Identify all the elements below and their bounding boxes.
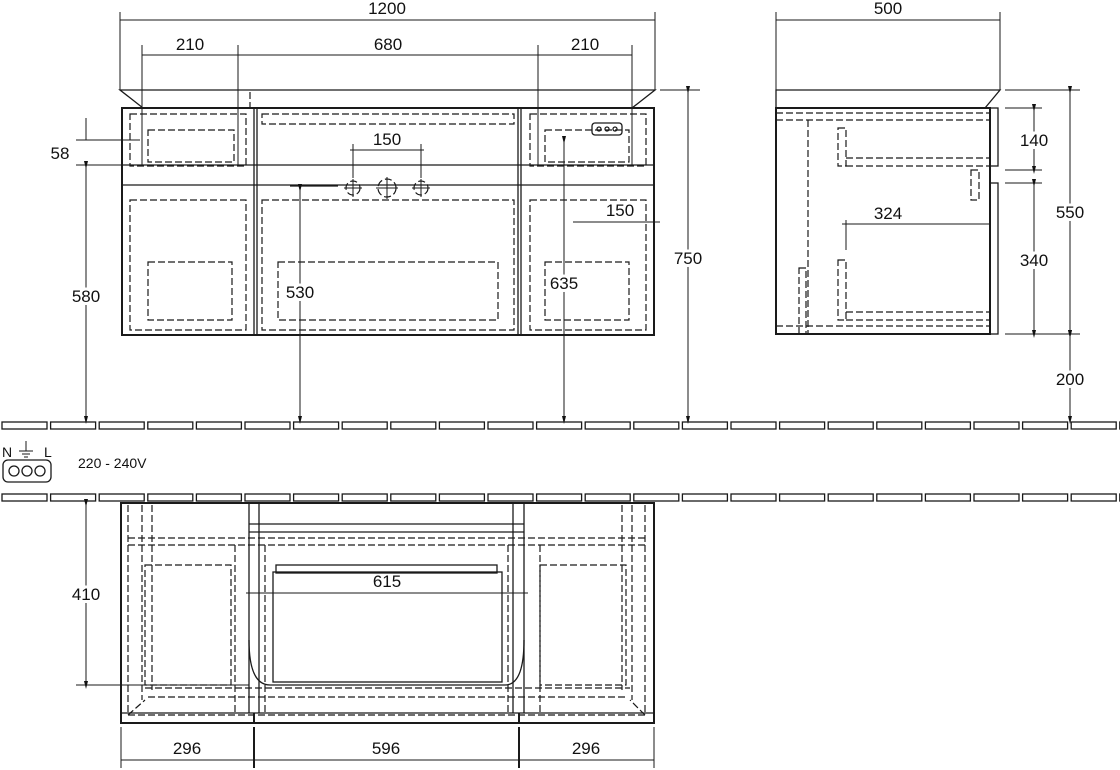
dim-210-left: 210 xyxy=(176,35,204,54)
live-label: L xyxy=(44,444,52,460)
dim-596: 596 xyxy=(372,739,400,758)
dim-58: 58 xyxy=(51,144,70,163)
dim-750: 750 xyxy=(674,249,702,268)
neutral-label: N xyxy=(2,444,12,460)
dim-200: 200 xyxy=(1056,370,1084,389)
floor-line-upper xyxy=(1,421,1120,430)
top-view: 410 615 296 596 296 xyxy=(69,499,655,768)
dim-340: 340 xyxy=(1020,251,1048,270)
side-view: 500 324 140 340 550 200 xyxy=(775,0,1087,424)
dim-210-right: 210 xyxy=(571,35,599,54)
ground-icon xyxy=(19,441,33,458)
dim-140: 140 xyxy=(1020,131,1048,150)
dim-324: 324 xyxy=(874,204,902,223)
dim-296-left: 296 xyxy=(173,739,201,758)
dim-680: 680 xyxy=(374,35,402,54)
dim-1200: 1200 xyxy=(368,0,406,18)
dim-150-taps: 150 xyxy=(373,130,401,149)
socket-icon xyxy=(2,459,52,483)
dim-150-side: 150 xyxy=(606,201,634,220)
dim-530: 530 xyxy=(286,283,314,302)
dim-615: 615 xyxy=(373,572,401,591)
dim-635: 635 xyxy=(550,274,578,293)
dim-580: 580 xyxy=(72,287,100,306)
voltage-label: 220 - 240V xyxy=(78,455,147,471)
front-view: 1200 210 680 210 150 150 58 580 530 635 … xyxy=(51,0,705,424)
dim-410: 410 xyxy=(72,585,100,604)
dim-550: 550 xyxy=(1056,203,1084,222)
electrical-connection: N L 220 - 240V xyxy=(2,441,147,483)
tap-holes xyxy=(290,177,430,199)
floor-line-lower xyxy=(1,493,1120,502)
dim-500: 500 xyxy=(874,0,902,18)
dim-296-right: 296 xyxy=(572,739,600,758)
